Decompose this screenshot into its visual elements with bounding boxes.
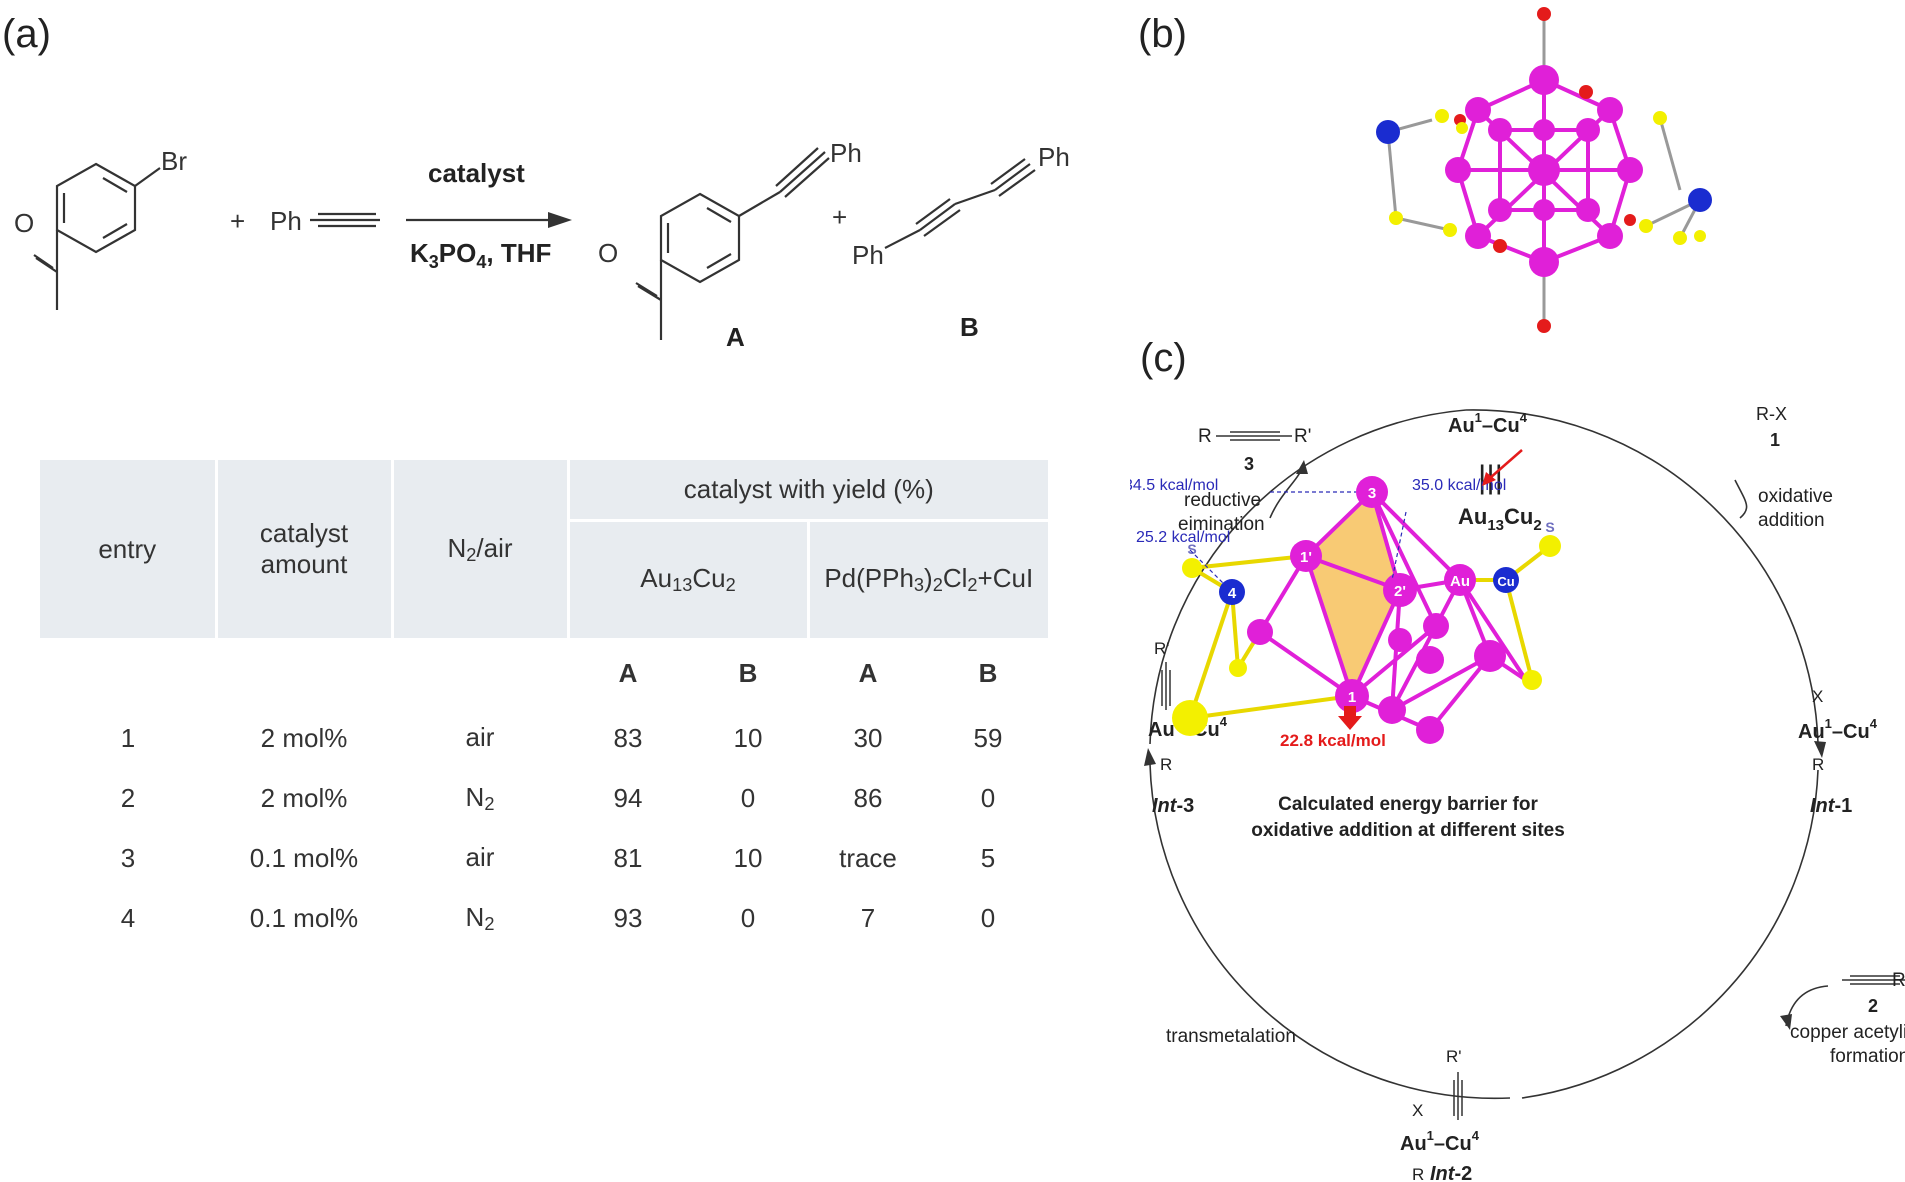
svg-text:reductive: reductive <box>1184 490 1261 511</box>
header-group: catalyst with yield (%) <box>568 460 1048 520</box>
svg-text:R: R <box>1160 755 1172 774</box>
catalyst-label: catalyst <box>428 158 525 188</box>
svg-text:1: 1 <box>1770 430 1780 450</box>
product-a-label: A <box>726 322 745 352</box>
cycle-arc-left-top <box>1149 409 1467 745</box>
svg-text:R': R' <box>1892 970 1905 991</box>
header-catalyst-pd: Pd(PPh3)2Cl2+CuI <box>808 518 1048 638</box>
au13cu2-label: Au13Cu2 <box>1458 504 1542 534</box>
svg-text:+: + <box>230 206 245 236</box>
svg-text:R: R <box>1198 426 1212 447</box>
svg-text:S: S <box>1187 541 1196 557</box>
cycle-arc-right-bottom <box>1521 769 1819 1099</box>
svg-text:Ph: Ph <box>852 240 884 270</box>
int2-name: Int-2 <box>1430 1163 1472 1182</box>
energy-22-8: 22.8 kcal/mol <box>1280 731 1386 750</box>
svg-text:addition: addition <box>1758 510 1825 531</box>
subheader-a: A <box>618 657 638 688</box>
svg-text:X: X <box>1412 1101 1423 1120</box>
svg-text:Ph: Ph <box>1038 142 1070 172</box>
cluster-structure-c: 3 1' 2' Au Cu 4 1 S S 34.5 kcal/mol 35.0… <box>1130 449 1561 750</box>
int1-label: Int-1 <box>1810 795 1852 817</box>
svg-text:S: S <box>1545 519 1554 535</box>
cluster-caption-2: oxidative addition at different sites <box>1251 820 1565 841</box>
product-b-label: B <box>960 312 979 342</box>
cycle-arc-right-top <box>1465 409 1819 744</box>
subheader-b: B <box>978 657 998 688</box>
subheader-b: B <box>738 657 758 688</box>
svg-text:eimination: eimination <box>1178 514 1265 535</box>
svg-text:X: X <box>1812 687 1823 706</box>
svg-text:2': 2' <box>1394 583 1406 600</box>
energy-25-2: 25.2 kcal/mol <box>1136 529 1230 546</box>
header-entry: entry <box>40 460 218 638</box>
energy-35-0: 35.0 kcal/mol <box>1412 477 1506 494</box>
panel-label-c: (c) <box>1140 336 1187 380</box>
svg-text:copper acetylide: copper acetylide <box>1790 1022 1905 1043</box>
svg-text:R: R <box>1412 1165 1424 1182</box>
svg-text:R: R <box>1812 755 1824 774</box>
header-catalyst-au13cu2: Au13Cu2 <box>568 518 810 638</box>
svg-text:3: 3 <box>1368 485 1376 502</box>
svg-text:Au: Au <box>1450 573 1470 590</box>
svg-text:formation: formation <box>1830 1046 1905 1067</box>
svg-text:1': 1' <box>1300 549 1312 566</box>
reaction-scheme: Br O + Ph catalyst K3PO4, THF Ph O A + P… <box>14 138 1070 352</box>
aryl-ring-1 <box>55 162 137 254</box>
svg-text:R': R' <box>1154 639 1170 658</box>
cluster-structure-b <box>1376 7 1712 333</box>
top-complex: Au1–Cu4 <box>1448 410 1528 437</box>
int1-complex: Au1–Cu4 <box>1798 716 1878 743</box>
svg-text:R': R' <box>1294 426 1311 447</box>
svg-text:3: 3 <box>1244 454 1254 474</box>
svg-text:+: + <box>832 202 847 232</box>
conditions-label: K3PO4, THF <box>410 238 551 272</box>
svg-text:1: 1 <box>1348 689 1356 706</box>
svg-text:4: 4 <box>1228 585 1237 602</box>
bromo-label: Br <box>161 146 187 176</box>
energy-34-5: 34.5 kcal/mol <box>1130 477 1218 494</box>
int3-label: Int-3 <box>1152 795 1194 817</box>
phenyl-label: Ph <box>270 206 302 236</box>
svg-text:2: 2 <box>1868 996 1878 1016</box>
arrow-rx-in <box>1734 479 1748 519</box>
panel-label-a: (a) <box>2 12 51 56</box>
header-atmosphere: N2/air <box>392 460 570 638</box>
svg-text:oxidative: oxidative <box>1758 486 1833 507</box>
arrow-alkyne-in <box>1785 985 1829 1027</box>
svg-text:O: O <box>598 238 618 268</box>
svg-text:Cu: Cu <box>1497 574 1514 589</box>
svg-text:R': R' <box>1446 1047 1462 1066</box>
cluster-caption-1: Calculated energy barrier for <box>1278 794 1538 815</box>
panel-label-b: (b) <box>1138 12 1187 56</box>
svg-text:Ph: Ph <box>830 138 862 168</box>
cycle-arc-left-bottom <box>1149 763 1511 1100</box>
subheader-a: A <box>858 657 878 688</box>
catalytic-cycle: Au1–Cu4 ||| Au13Cu2 R-X 1 oxidative addi… <box>1130 404 1905 1182</box>
svg-text:O: O <box>14 208 34 238</box>
svg-text:R-X: R-X <box>1756 404 1787 424</box>
arrow-product-out <box>1269 467 1303 519</box>
aryl-ring-2 <box>659 192 741 284</box>
int2-complex: Au1–Cu4 <box>1400 1128 1480 1155</box>
transmetalation-label: transmetalation <box>1166 1026 1296 1047</box>
